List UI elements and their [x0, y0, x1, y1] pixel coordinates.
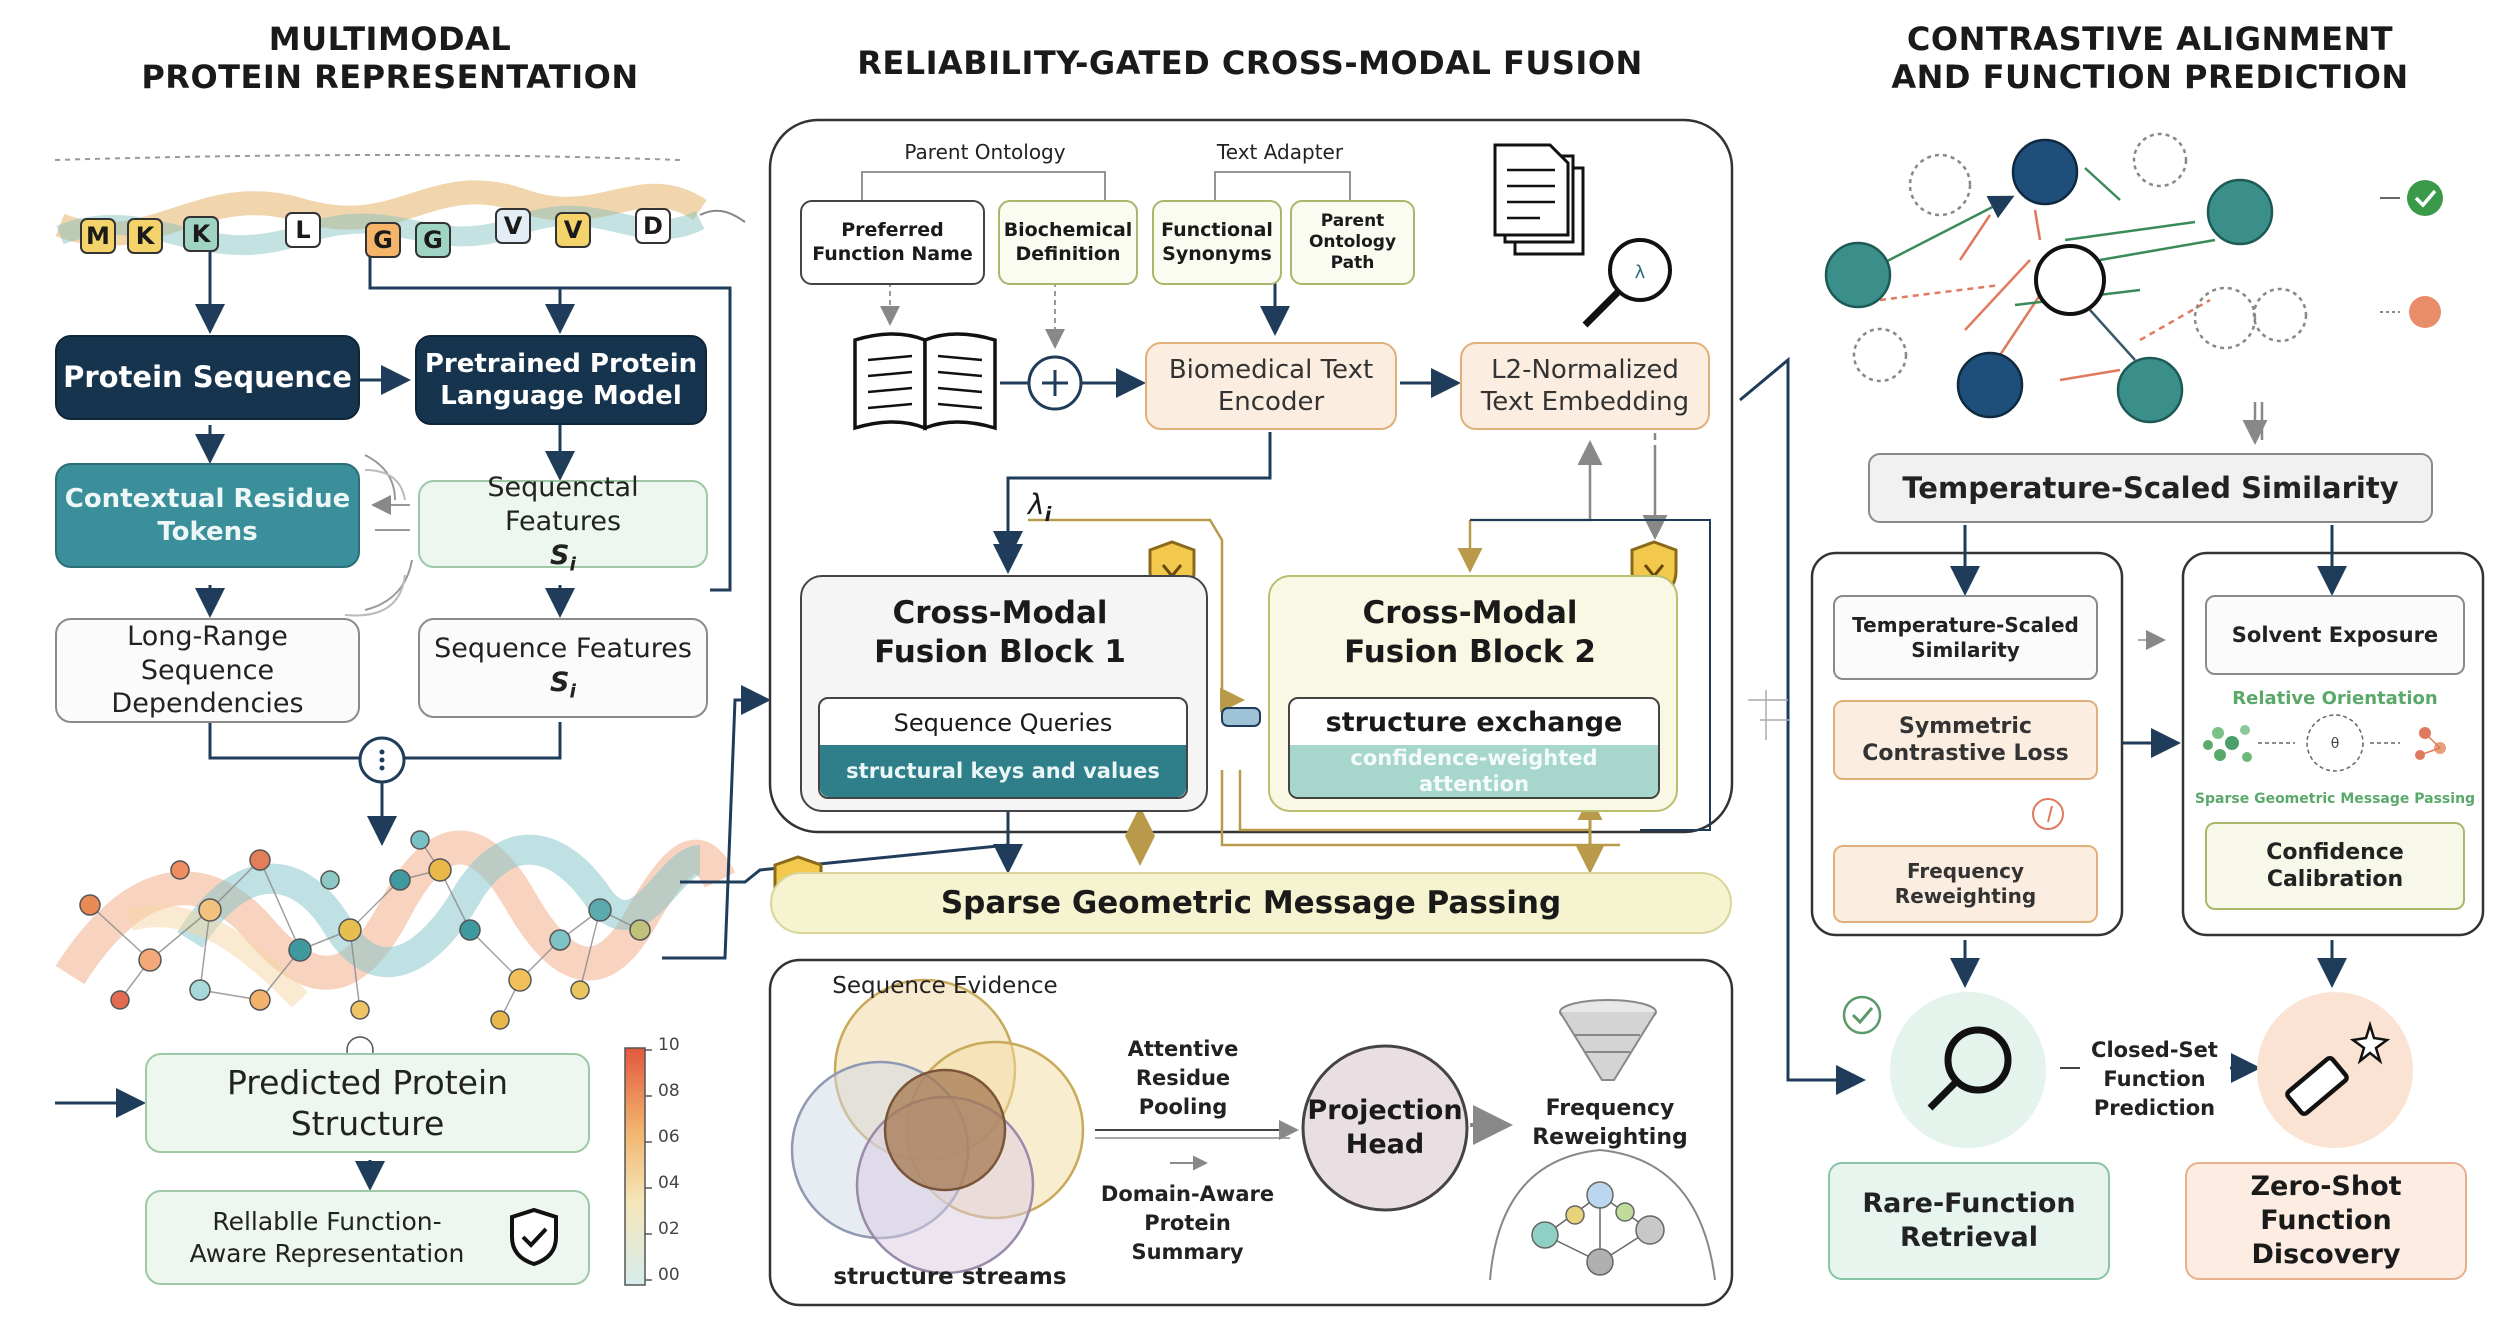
residue-token: K — [183, 216, 219, 252]
retrieval-circle — [1890, 992, 2046, 1148]
svg-text:λ: λ — [1635, 262, 1646, 283]
rare-retrieval-box: Rare-Function Retrieval — [1828, 1162, 2110, 1280]
sequence-features-box-2: Sequence Features Si — [418, 618, 708, 718]
structural-kv-label: structural keys and values — [820, 745, 1186, 797]
middle-section-title: RELIABILITY-GATED CROSS-MODAL FUSION — [857, 44, 1643, 82]
dashed-rule — [54, 154, 681, 161]
residue-token: G — [415, 222, 451, 258]
fusion-block-1-title: Cross-Modal Fusion Block 1 — [874, 594, 1126, 670]
sequence-evidence-label: Sequence Evidence — [832, 973, 1058, 999]
svg-text:θ: θ — [2331, 736, 2340, 752]
reliable-representation-box: Rellablle Function-Aware Representation — [145, 1190, 590, 1285]
frequency-reweighting-box: Frequency Reweighting — [1833, 845, 2098, 923]
check-icon — [2407, 180, 2443, 216]
zero-shot-box: Zero-Shot Function Discovery — [2185, 1162, 2467, 1280]
link-icon — [1221, 707, 1261, 727]
shield-check-icon — [510, 1207, 558, 1267]
attentive-pooling-label: Attentive Residue Pooling — [1127, 1037, 1239, 1119]
domain-summary-label: Domain-Aware Protein Summary — [1100, 1182, 1275, 1264]
structure-streams-label: structure streams — [833, 1264, 1067, 1290]
protein-sequence-box: Protein Sequence — [55, 335, 360, 420]
residue-token: G — [365, 222, 401, 258]
predicted-structure-box: Predicted Protein Structure — [145, 1053, 590, 1153]
search-icon — [1927, 1026, 2012, 1111]
frequency-reweighting-label: Frequency Reweighting — [1532, 1096, 1688, 1150]
colorbar-tick-label: 00 — [658, 1265, 680, 1285]
structure-exchange-label: structure exchange — [1325, 706, 1623, 738]
residue-token: L — [285, 212, 321, 248]
preferred-function-name-box: Preferred Function Name — [800, 200, 985, 285]
funnel-icon — [1559, 999, 1657, 1081]
sequence-ribbon — [55, 180, 707, 246]
venn-diagram — [790, 978, 1085, 1275]
residue-token: D — [635, 208, 671, 244]
colorbar — [624, 1047, 646, 1286]
right-section-title: CONTRASTIVE ALIGNMENT AND FUNCTION PREDI… — [1891, 20, 2409, 96]
text-embedding-box: L2-Normalized Text Embedding — [1460, 342, 1710, 430]
colorbar-tick-label: 04 — [658, 1173, 680, 1193]
residue-token: K — [127, 218, 163, 254]
sequence-queries-label: Sequence Queries — [893, 708, 1113, 737]
confidence-attention-label: confidence-weighted attention — [1290, 745, 1658, 797]
solvent-exposure-box: Solvent Exposure — [2205, 595, 2465, 675]
functional-synonyms-box: Functional Synonyms — [1152, 200, 1282, 285]
sparse-mp-small-label: Sparse Geometric Message Passing — [2194, 791, 2476, 807]
check-badge-icon — [1842, 995, 1882, 1035]
pretrained-model-box: Pretrained Protein Language Model — [415, 335, 707, 425]
confidence-calibration-box: Confidence Calibration — [2205, 822, 2465, 910]
colorbar-tick-label: 08 — [658, 1081, 680, 1101]
colorbar-tick-label: 02 — [658, 1219, 680, 1239]
colorbar-tick-label: 10 — [658, 1035, 680, 1055]
colorbar-tick-label: 06 — [658, 1127, 680, 1147]
telescope-icon — [2285, 1020, 2391, 1116]
temperature-similarity-small: Temperature-Scaled Similarity — [1833, 595, 2098, 680]
magnifier-icon — [1582, 238, 1672, 328]
parent-ontology-label: Parent Ontology — [904, 140, 1066, 164]
lambda-symbol: λi — [1028, 488, 1052, 526]
residue-token: M — [80, 218, 116, 254]
projection-head-circle — [1301, 1044, 1469, 1212]
text-adapter-label: Text Adapter — [1216, 140, 1344, 164]
pooling-panel — [768, 958, 1734, 1307]
embedding-graph — [1824, 132, 2308, 424]
fusion-block-2-title: Cross-Modal Fusion Block 2 — [1344, 594, 1596, 670]
text-encoder-box: Biomedical Text Encoder — [1145, 342, 1397, 430]
relative-orientation-label: Relative Orientation — [2232, 688, 2438, 709]
book-icon — [853, 332, 997, 431]
sparse-message-passing-bar: Sparse Geometric Message Passing — [770, 872, 1732, 934]
parent-ontology-path-box: Parent Ontology Path — [1290, 200, 1415, 285]
symmetric-loss-box: Symmetric Contrastive Loss — [1833, 700, 2098, 780]
colorbar-ticks: 10 08 06 04 02 00 — [658, 1035, 698, 1285]
projection-head-label: Projection Head — [1307, 1095, 1463, 1160]
mini-network-icon — [1531, 1181, 1665, 1276]
temperature-similarity-box: Temperature-Scaled Similarity — [1868, 453, 2433, 523]
document-icon — [1493, 143, 1585, 256]
left-section-title: MULTIMODAL PROTEIN REPRESENTATION — [141, 20, 639, 96]
residue-token: V — [555, 212, 591, 248]
closed-set-label: Closed-Set Function Prediction — [2091, 1038, 2218, 1120]
reject-dot-icon — [2409, 296, 2441, 328]
biochemical-definition-box: Biochemical Definition — [998, 200, 1138, 285]
residue-token: V — [495, 208, 531, 244]
contextual-tokens-box: Contextual Residue Tokens — [55, 463, 360, 568]
long-range-box: Long-Range Sequence Dependencies — [55, 618, 360, 723]
target-icon — [2032, 798, 2064, 830]
fusion-panel — [768, 118, 1734, 834]
protein-structure-graphic — [55, 830, 736, 1064]
sequence-features-box-1: Sequenctal Features Si — [418, 472, 708, 575]
orientation-graphic: θ — [2203, 714, 2446, 772]
